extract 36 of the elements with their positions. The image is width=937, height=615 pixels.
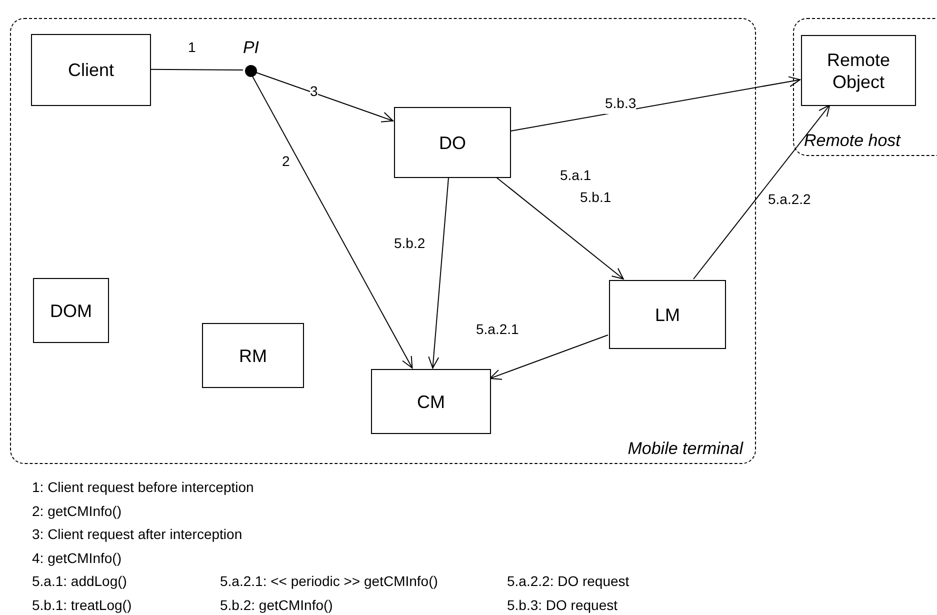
component-name: Remote Object — [826, 48, 892, 92]
component-name: DO — [438, 132, 467, 154]
legend-note: 5.b.2: getCMInfo() — [220, 596, 334, 615]
component-name: DOM — [49, 300, 93, 322]
arrow — [251, 74, 413, 368]
region-label: Mobile terminal — [628, 438, 743, 460]
component-name: LM — [654, 304, 681, 326]
legend-note: 5.a.2.1: << periodic >> getCMInfo() — [220, 572, 439, 591]
arrow — [490, 334, 608, 380]
legend-note: 4: getCMInfo() — [32, 548, 122, 568]
arrow — [510, 76, 800, 132]
component-box — [394, 107, 511, 178]
arrow — [693, 104, 830, 280]
legend-note: 5.a.1: addLog() — [32, 572, 128, 591]
legend-note: 5.b.3: DO request — [507, 596, 619, 615]
dashed-region — [793, 18, 937, 156]
region-label: Remote host — [804, 130, 900, 152]
arrow — [254, 72, 394, 122]
dashed-region — [10, 18, 756, 464]
legend-note: 2: getCMInfo() — [32, 502, 122, 521]
component-box — [609, 280, 726, 349]
component-box — [371, 369, 491, 434]
point-label: PI — [242, 39, 260, 56]
legend-note: 5.b.1: treatLog() — [32, 596, 133, 615]
component-box — [801, 35, 916, 106]
component-box — [33, 278, 109, 343]
legend-note: 1: Client request before interception — [32, 478, 255, 497]
legend-note: 3: Client request after interception — [32, 525, 244, 544]
component-box — [31, 34, 151, 106]
component-name: RM — [238, 344, 268, 366]
legend-note: 5.a.2.2: DO request — [507, 572, 630, 591]
arrow — [495, 176, 624, 280]
arrow — [428, 176, 450, 368]
component-name: CM — [416, 390, 446, 412]
component-name: Client — [66, 59, 116, 81]
component-box — [202, 323, 304, 388]
